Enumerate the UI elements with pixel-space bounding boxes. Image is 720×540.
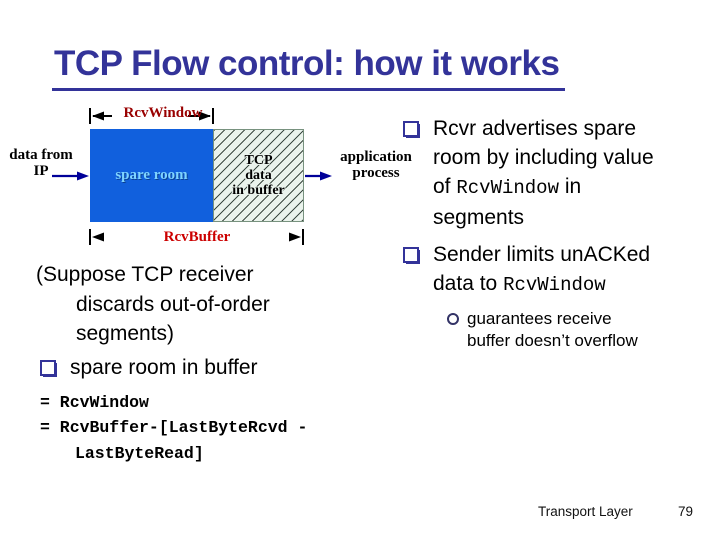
tcp-data-label-line2: data xyxy=(245,168,272,183)
suppose-line3: segments) xyxy=(76,322,175,345)
buffer-left-arrowhead-icon xyxy=(92,232,104,242)
square-bullet-icon xyxy=(403,247,419,263)
rcvwindow-formula: = RcvWindow = RcvBuffer-[LastByteRcvd - … xyxy=(30,390,400,467)
formula-line1: = RcvWindow xyxy=(40,392,149,412)
bullet2-line2: data to RcvWindow xyxy=(433,269,650,300)
formula-line3: LastByteRead] xyxy=(75,443,204,463)
circle-bullet-icon xyxy=(447,313,459,325)
bullet1-line3-post: in xyxy=(558,175,582,198)
data-out-arrowhead-icon xyxy=(320,171,332,181)
sub-bullet-guarantees-text: guarantees receive buffer doesn’t overfl… xyxy=(467,308,638,352)
page-number: 79 xyxy=(677,504,693,519)
spare-room-label: spare room xyxy=(115,167,188,183)
sub-bullet-guarantees: guarantees receive buffer doesn’t overfl… xyxy=(447,308,715,352)
left-column: (Suppose TCP receiver discards out-of-or… xyxy=(30,256,400,466)
right-column: Rcvr advertises spare room by including … xyxy=(403,114,715,352)
bullet-sender-limits: Sender limits unACKed data to RcvWindow xyxy=(403,240,715,300)
suppose-note: (Suppose TCP receiver discards out-of-or… xyxy=(30,260,400,349)
square-bullet-icon xyxy=(403,121,419,137)
data-in-arrowhead-icon xyxy=(77,171,89,181)
rcvwindow-dimension-label: RcvWindow xyxy=(123,105,203,121)
sub-bullet-line2: buffer doesn’t overflow xyxy=(467,331,638,350)
left-arrowhead-icon xyxy=(92,111,104,121)
formula-line2: = RcvBuffer-[LastByteRcvd - xyxy=(40,418,308,437)
bullet2-line2-pre: data to xyxy=(433,272,504,295)
bullet-sender-limits-text: Sender limits unACKed data to RcvWindow xyxy=(433,240,650,300)
data-from-ip-label: data from IP xyxy=(6,147,76,179)
rcvbuffer-dimension-label: RcvBuffer xyxy=(163,229,231,245)
buffer-right-arrowhead-icon xyxy=(289,232,301,242)
spare-room-box: spare room xyxy=(90,129,213,222)
bullet2-line1: Sender limits unACKed xyxy=(433,243,651,266)
bullet-spare-room-text: spare room in buffer xyxy=(70,355,258,379)
data-from-line2: IP xyxy=(33,163,49,179)
rcvwindow-inline-code: RcvWindow xyxy=(503,274,606,296)
slide-footer: Transport Layer 79 xyxy=(538,504,693,519)
tcp-data-label-line1: TCP xyxy=(244,153,273,168)
bullet1-line3-pre: of xyxy=(433,175,457,198)
bullet1-line3: of RcvWindow in xyxy=(433,172,654,203)
bullet-spare-room: spare room in buffer xyxy=(30,353,400,382)
app-process-line2: process xyxy=(352,165,400,181)
bullet-rcvr-advertises: Rcvr advertises spare room by including … xyxy=(403,114,715,232)
app-process-line1: application xyxy=(340,149,412,165)
tcp-data-in-buffer-box: TCP data in buffer xyxy=(213,129,304,222)
suppose-line1: (Suppose TCP receiver xyxy=(36,263,254,286)
bullet1-line2: room by including value xyxy=(433,146,654,169)
tcp-data-label-line3: in buffer xyxy=(232,183,285,198)
bullet1-line1: Rcvr advertises spare xyxy=(433,117,637,140)
bullet1-line4: segments xyxy=(433,206,525,229)
rcvwindow-inline-code: RcvWindow xyxy=(456,177,559,199)
footer-label: Transport Layer xyxy=(538,504,633,519)
buffer-diagram-lines xyxy=(52,108,332,245)
sub-bullet-line1: guarantees receive xyxy=(467,309,612,328)
suppose-line2: discards out-of-order xyxy=(76,292,270,316)
square-bullet-icon xyxy=(40,359,56,376)
page-title: TCP Flow control: how it works xyxy=(52,44,566,91)
data-from-line1: data from xyxy=(9,147,73,163)
right-arrowhead-icon xyxy=(199,111,211,121)
application-process-label: application process xyxy=(332,149,420,181)
bullet-rcvr-advertises-text: Rcvr advertises spare room by including … xyxy=(433,114,654,232)
rcvbuffer-dimension-arrow xyxy=(89,229,304,245)
